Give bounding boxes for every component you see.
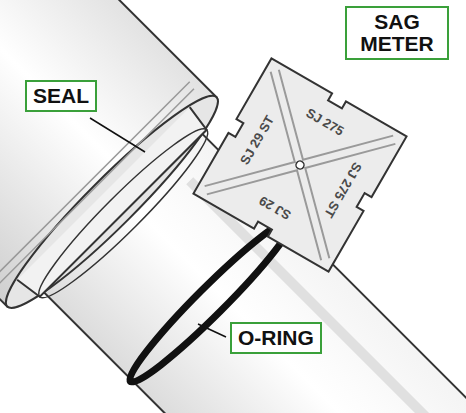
- sag-meter-plate: [193, 58, 406, 271]
- leader-line: [198, 324, 226, 337]
- label-box: SEAL: [25, 80, 97, 112]
- part-name: SAG METER: [353, 11, 441, 55]
- seal-lip: [27, 117, 219, 309]
- label-box: O-RING: [230, 322, 322, 354]
- leader-line: [90, 118, 145, 152]
- plate-grooves: [202, 67, 399, 264]
- center-hole: [295, 160, 306, 171]
- collar-end: [0, 80, 234, 323]
- sag-meter: [193, 58, 406, 271]
- label-box: SAG METER: [345, 6, 449, 60]
- part-name: SEAL: [33, 85, 89, 107]
- seal: [17, 107, 209, 299]
- part-name: O-RING: [238, 327, 314, 349]
- seal-groove: [0, 89, 194, 284]
